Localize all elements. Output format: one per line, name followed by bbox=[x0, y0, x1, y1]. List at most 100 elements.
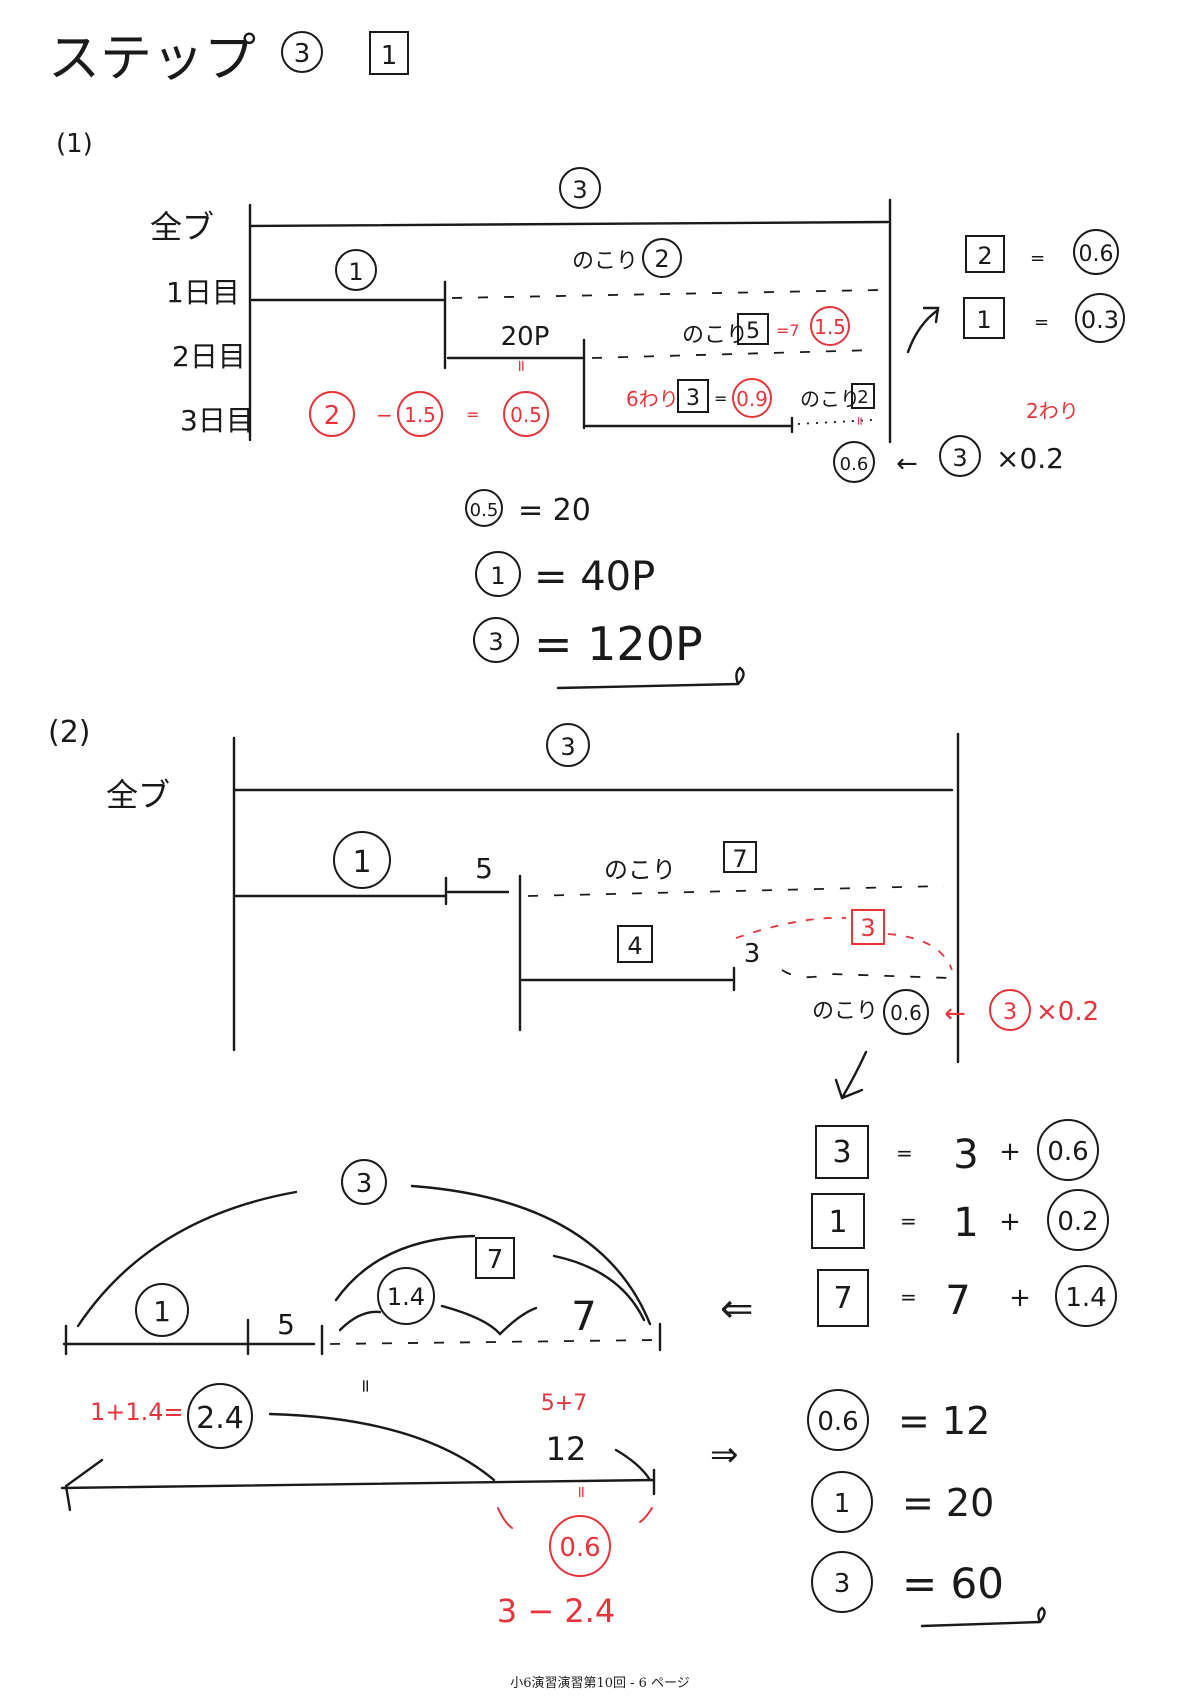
p1-row-zenbu: 全ブ bbox=[150, 208, 214, 246]
p1-day2-value: 20P bbox=[501, 322, 550, 352]
svg-text:= 60: = 60 bbox=[902, 1559, 1004, 1608]
svg-text:3: 3 bbox=[952, 444, 967, 472]
p1-sol1-circle bbox=[465, 489, 503, 527]
svg-text:+: + bbox=[999, 1207, 1021, 1237]
title-circle-num: 3 bbox=[294, 39, 311, 69]
page-footer: 小6演習演習第10回 - 6 ページ bbox=[510, 1676, 690, 1691]
p1-day2-box bbox=[737, 313, 769, 345]
p1-red-circle-b bbox=[397, 391, 443, 437]
svg-text:5+7: 5+7 bbox=[541, 1391, 587, 1416]
p1-day1-nokori-circle bbox=[642, 238, 682, 278]
svg-text:=: = bbox=[896, 1141, 913, 1165]
p2-eq1-circle bbox=[1037, 1119, 1099, 1181]
svg-text:0.3: 0.3 bbox=[1081, 306, 1119, 334]
p2-nokori-box bbox=[723, 841, 757, 873]
p1-calc-circle2 bbox=[939, 435, 981, 477]
svg-text:3: 3 bbox=[860, 914, 875, 942]
svg-text:1: 1 bbox=[953, 1200, 978, 1246]
p2-sol2-circle bbox=[811, 1471, 873, 1533]
svg-text:0.6: 0.6 bbox=[890, 1001, 922, 1025]
p1-day2-arrow: =7 bbox=[776, 321, 800, 340]
svg-text:=: = bbox=[1034, 312, 1049, 333]
svg-text:5: 5 bbox=[475, 852, 493, 885]
svg-text:= 20: = 20 bbox=[518, 493, 591, 528]
p2-red-sum: 1+1.4= bbox=[90, 1398, 184, 1426]
svg-text:4: 4 bbox=[627, 932, 642, 960]
p2-red-box bbox=[851, 909, 885, 945]
svg-text:×0.2: ×0.2 bbox=[1036, 997, 1099, 1027]
svg-text:5: 5 bbox=[277, 1308, 295, 1341]
svg-text:−: − bbox=[376, 403, 393, 427]
svg-text:= 40P: = 40P bbox=[534, 554, 655, 600]
p1-right-box-a bbox=[965, 235, 1005, 273]
svg-text:1.5: 1.5 bbox=[814, 315, 846, 339]
p1-sol2-circle bbox=[475, 551, 521, 597]
p2-sol1-circle bbox=[807, 1389, 869, 1451]
svg-text:7: 7 bbox=[833, 1281, 852, 1316]
svg-text:2.4: 2.4 bbox=[196, 1401, 244, 1436]
p2-seg-circle-14 bbox=[377, 1267, 435, 1325]
p1-day1-nokori: のこり bbox=[572, 249, 638, 274]
p2-red-circle-06 bbox=[549, 1515, 611, 1577]
p1-day1-circle bbox=[335, 249, 377, 291]
title-box bbox=[369, 31, 409, 75]
svg-text:0.6: 0.6 bbox=[840, 454, 869, 475]
svg-text:=: = bbox=[572, 1485, 591, 1498]
p2-eq1-box bbox=[815, 1125, 869, 1179]
p1-top-circle bbox=[559, 167, 601, 209]
svg-text:3: 3 bbox=[953, 1132, 978, 1178]
p1-sol3-circle bbox=[473, 617, 519, 663]
p1-red-circle-a bbox=[309, 391, 355, 437]
svg-text:3: 3 bbox=[1003, 1000, 1017, 1025]
svg-text:= 120P: = 120P bbox=[534, 617, 703, 671]
p2-left-arrow: ⇐ bbox=[720, 1286, 754, 1332]
svg-text:= 20: = 20 bbox=[902, 1481, 994, 1525]
svg-text:1: 1 bbox=[348, 258, 363, 286]
p2-nokori2-circle bbox=[883, 989, 929, 1035]
p2-big-circle bbox=[341, 1159, 387, 1205]
p2-eq3-circle bbox=[1055, 1265, 1117, 1327]
p1-red-circle-c bbox=[503, 391, 549, 437]
p2-row-zenbu: 全ブ bbox=[106, 776, 170, 814]
title-circle bbox=[281, 31, 323, 73]
p1-day3-pct: 6わり bbox=[626, 387, 679, 411]
svg-text:0.6: 0.6 bbox=[1047, 1137, 1088, 1167]
p2-mid-box bbox=[617, 925, 653, 963]
p1-arrow-up bbox=[906, 308, 940, 354]
svg-text:12: 12 bbox=[546, 1430, 587, 1468]
p2-label: (2) bbox=[48, 715, 91, 750]
p1-right-box-b bbox=[963, 297, 1005, 339]
p2-red-brace bbox=[735, 916, 847, 939]
p2-eq2-circle bbox=[1047, 1189, 1109, 1251]
svg-text:=: = bbox=[355, 1378, 376, 1393]
p2-arrow-down bbox=[840, 1050, 868, 1100]
svg-text:1: 1 bbox=[834, 1489, 851, 1519]
svg-text:=: = bbox=[900, 1285, 917, 1309]
svg-text:2: 2 bbox=[857, 387, 868, 408]
svg-text:=: = bbox=[512, 359, 531, 372]
p1-calc-circle bbox=[833, 441, 875, 483]
p1-day3-nokori-box bbox=[851, 383, 875, 409]
svg-text:1: 1 bbox=[976, 306, 991, 334]
svg-text:7: 7 bbox=[487, 1245, 504, 1275]
svg-text:=: = bbox=[900, 1209, 917, 1233]
svg-text:1: 1 bbox=[153, 1295, 171, 1328]
svg-text:1: 1 bbox=[352, 845, 371, 880]
p2-seg-box-7 bbox=[475, 1237, 515, 1279]
svg-text:0.2: 0.2 bbox=[1057, 1207, 1098, 1237]
svg-text:=: = bbox=[853, 416, 867, 426]
p2-eq3-box bbox=[817, 1269, 869, 1327]
p1-day2-red-circle bbox=[810, 306, 850, 346]
p1-row-day3: 3日目 bbox=[180, 404, 254, 437]
p2-top-circle bbox=[546, 723, 590, 767]
svg-text:+: + bbox=[999, 1137, 1021, 1167]
p1-row-day2: 2日目 bbox=[172, 340, 246, 373]
svg-text:0.5: 0.5 bbox=[510, 403, 542, 427]
svg-text:3: 3 bbox=[832, 1135, 851, 1170]
svg-text:1.4: 1.4 bbox=[1065, 1283, 1106, 1313]
svg-text:←: ← bbox=[944, 999, 966, 1029]
p2-circle-24 bbox=[187, 1383, 253, 1449]
p2-seg-circle-1 bbox=[135, 1283, 189, 1337]
svg-text:2: 2 bbox=[654, 245, 669, 273]
